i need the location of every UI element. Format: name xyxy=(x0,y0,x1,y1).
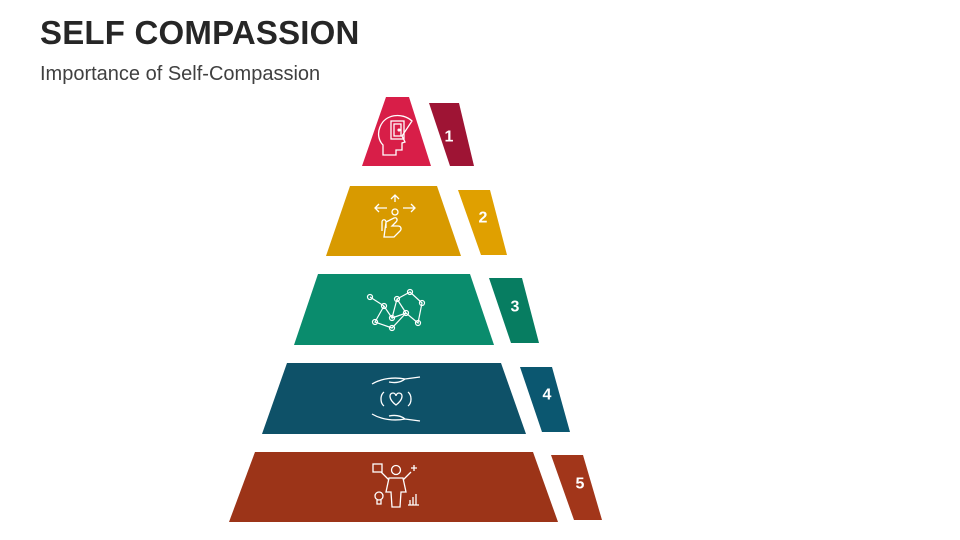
network-icon xyxy=(366,288,426,332)
page-subtitle: Importance of Self-Compassion xyxy=(40,63,321,85)
level-5: 5 xyxy=(229,452,602,522)
hands-heart-icon xyxy=(371,376,421,422)
level-5-description: It is a skill that can be taught. xyxy=(611,475,698,507)
level-1-tab xyxy=(429,103,474,166)
level-2-pyramid xyxy=(326,186,461,256)
level-4-description: Self-compassion is always available. xyxy=(585,387,699,419)
level-1-pyramid xyxy=(362,97,431,166)
level-3-number: 3 xyxy=(511,299,520,316)
level-4-pyramid xyxy=(262,363,526,434)
level-1-description: Involves relating to yourself and your l… xyxy=(481,121,704,153)
level-5-pyramid xyxy=(229,452,558,522)
level-2-tab xyxy=(458,190,507,255)
level-4: 4 xyxy=(262,363,570,434)
level-1: 1 xyxy=(362,97,474,166)
level-3-description: Fosters connectedness rather than separa… xyxy=(550,290,698,338)
head-door-icon xyxy=(377,114,413,156)
level-4-number: 4 xyxy=(543,387,552,404)
person-skills-icon xyxy=(372,463,419,508)
level-1-number: 1 xyxy=(445,129,454,146)
level-2-number: 2 xyxy=(479,210,488,227)
hand-arrows-icon xyxy=(374,194,416,238)
page-title: SELF COMPASSION xyxy=(40,14,360,51)
level-2-description: Transform suffering into an opportunity … xyxy=(518,202,681,250)
level-3-tab xyxy=(489,278,539,343)
level-5-number: 5 xyxy=(576,476,585,493)
level-3: 3 xyxy=(294,274,539,345)
level-4-tab xyxy=(520,367,570,432)
level-2: 2 xyxy=(326,186,507,256)
level-5-tab xyxy=(551,455,602,520)
